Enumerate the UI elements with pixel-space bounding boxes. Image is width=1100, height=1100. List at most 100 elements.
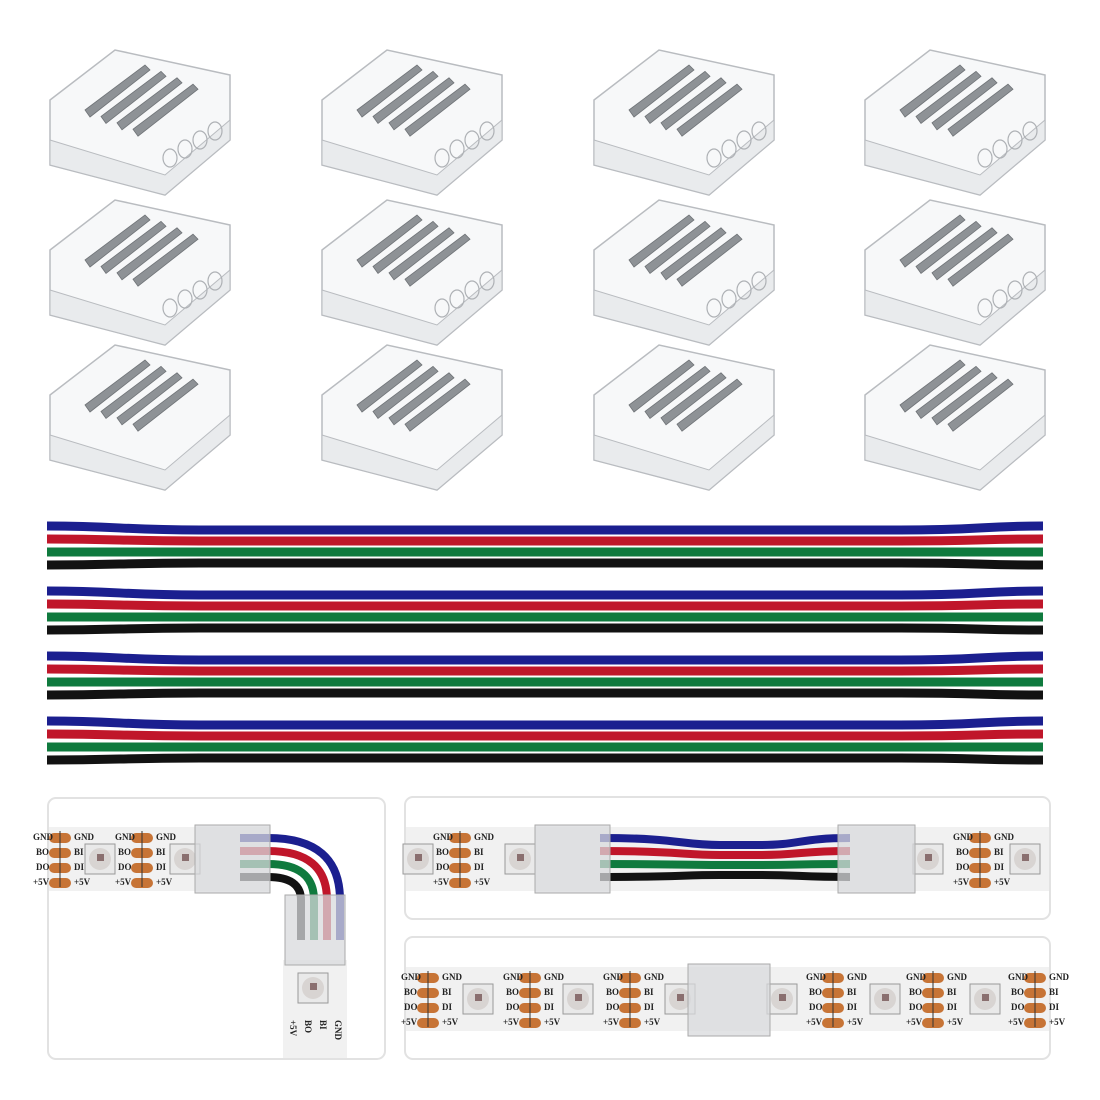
- wire-hole: [992, 289, 1008, 309]
- wire: [46, 651, 1044, 665]
- wire-hole: [162, 148, 178, 168]
- pad-label: BI: [318, 1020, 328, 1030]
- pad-label: +5V: [503, 1017, 520, 1027]
- pad-label: GND: [33, 832, 54, 842]
- pad-label: GND: [442, 972, 463, 982]
- wire-hole: [977, 148, 993, 168]
- connector-front: [321, 268, 503, 346]
- strip-connector: [864, 199, 1046, 346]
- led-die: [982, 994, 989, 1001]
- wire: [599, 834, 851, 849]
- led-die: [517, 854, 524, 861]
- pad-label: GND: [906, 972, 927, 982]
- metal-contact: [644, 70, 711, 124]
- metal-contact: [947, 83, 1014, 137]
- metal-contact: [404, 233, 471, 287]
- pad-label: GND: [947, 972, 968, 982]
- metal-contact: [132, 233, 199, 287]
- wire-hole: [721, 139, 737, 159]
- pad-label: BI: [156, 847, 166, 857]
- pad-label: +5V: [433, 877, 450, 887]
- led-chip: [562, 983, 594, 1015]
- metal-contact: [116, 372, 183, 426]
- metal-contact: [628, 64, 695, 118]
- led-chip: [402, 843, 434, 875]
- pad-label: +5V: [474, 877, 491, 887]
- metal-contact: [404, 83, 471, 137]
- wire-hole: [1022, 121, 1038, 141]
- connector-front: [593, 268, 775, 346]
- led-die: [1022, 854, 1029, 861]
- metal-contact: [116, 77, 183, 131]
- pad-label: BO: [1011, 987, 1024, 997]
- pad-label: BI: [1049, 987, 1059, 997]
- metal-contact: [388, 372, 455, 426]
- wire-hole: [177, 139, 193, 159]
- wire: [599, 847, 851, 859]
- pad-label: BO: [36, 847, 49, 857]
- metal-contact: [628, 359, 695, 413]
- wire-hole: [464, 280, 480, 300]
- wire: [46, 753, 1044, 765]
- metal-contact: [372, 220, 439, 274]
- wire: [46, 623, 1044, 635]
- wire-hole: [736, 280, 752, 300]
- wire-bundle: [46, 586, 1044, 635]
- wire-hole: [162, 298, 178, 318]
- pad-label: DO: [36, 862, 50, 872]
- pad-label: DO: [606, 1002, 620, 1012]
- metal-contact: [356, 359, 423, 413]
- metal-contact: [947, 233, 1014, 287]
- pad-label: DO: [118, 862, 132, 872]
- pad-label: +5V: [644, 1017, 661, 1027]
- connector-front: [864, 268, 1046, 346]
- pad-label: BI: [644, 987, 654, 997]
- strip-connector: [49, 49, 231, 196]
- clip-connector: [837, 824, 916, 894]
- pad-label: GND: [644, 972, 665, 982]
- metal-contact: [84, 64, 151, 118]
- strip-connector: [49, 344, 231, 491]
- metal-contact: [356, 214, 423, 268]
- metal-contact: [132, 378, 199, 432]
- pad-label: BO: [606, 987, 619, 997]
- strip-connector: [321, 49, 503, 196]
- led-die: [882, 994, 889, 1001]
- metal-contact: [100, 220, 167, 274]
- strip-connector: [321, 199, 503, 346]
- pad-label: GND: [953, 832, 974, 842]
- pad-label: GND: [994, 832, 1015, 842]
- wire-hole: [1007, 280, 1023, 300]
- pad-label: BO: [809, 987, 822, 997]
- pad-label: +5V: [806, 1017, 823, 1027]
- pad-label: DO: [1011, 1002, 1025, 1012]
- pad-label: DI: [74, 862, 84, 872]
- pad-label: GND: [74, 832, 95, 842]
- pad-label: DI: [1049, 1002, 1059, 1012]
- strip-connector: [593, 344, 775, 491]
- strip-connector: [593, 199, 775, 346]
- connector-front: [593, 413, 775, 491]
- led-die: [475, 994, 482, 1001]
- pad-label: BO: [956, 847, 969, 857]
- led-die: [415, 854, 422, 861]
- led-chip: [869, 983, 901, 1015]
- wire-hole: [977, 298, 993, 318]
- wire-hole: [464, 130, 480, 150]
- pad-label: BI: [994, 847, 1004, 857]
- led-chip: [297, 972, 329, 1004]
- pad-label: +5V: [401, 1017, 418, 1027]
- wire-hole: [192, 280, 208, 300]
- strip-connector: [864, 344, 1046, 491]
- pad-label: DO: [809, 1002, 823, 1012]
- wire-hole: [751, 271, 767, 291]
